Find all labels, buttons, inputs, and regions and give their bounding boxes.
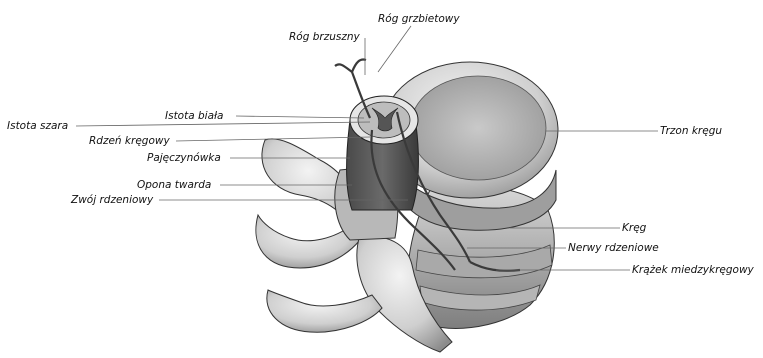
label-nerwy-rdzeniowe: Nerwy rdzeniowe: [568, 242, 659, 254]
label-krazek-miedzykregowy: Krążek miedzykręgowy: [632, 264, 754, 276]
label-rog-brzuszny: Róg brzuszny: [289, 31, 360, 43]
label-kreg: Kręg: [622, 222, 646, 234]
label-istota-szara: Istota szara: [7, 120, 68, 132]
label-trzon-kregu: Trzon kręgu: [660, 125, 722, 137]
label-istota-biala: Istota biała: [165, 110, 223, 122]
label-rog-grzbietowy: Róg grzbietowy: [378, 13, 460, 25]
label-opona-twarda: Opona twarda: [137, 179, 211, 191]
label-zwoj-rdzeniowy: Zwój rdzeniowy: [71, 194, 153, 206]
label-pajeczynowka: Pajęczynówka: [147, 152, 221, 164]
label-rdzen-kregowy: Rdzeń kręgowy: [89, 135, 170, 147]
